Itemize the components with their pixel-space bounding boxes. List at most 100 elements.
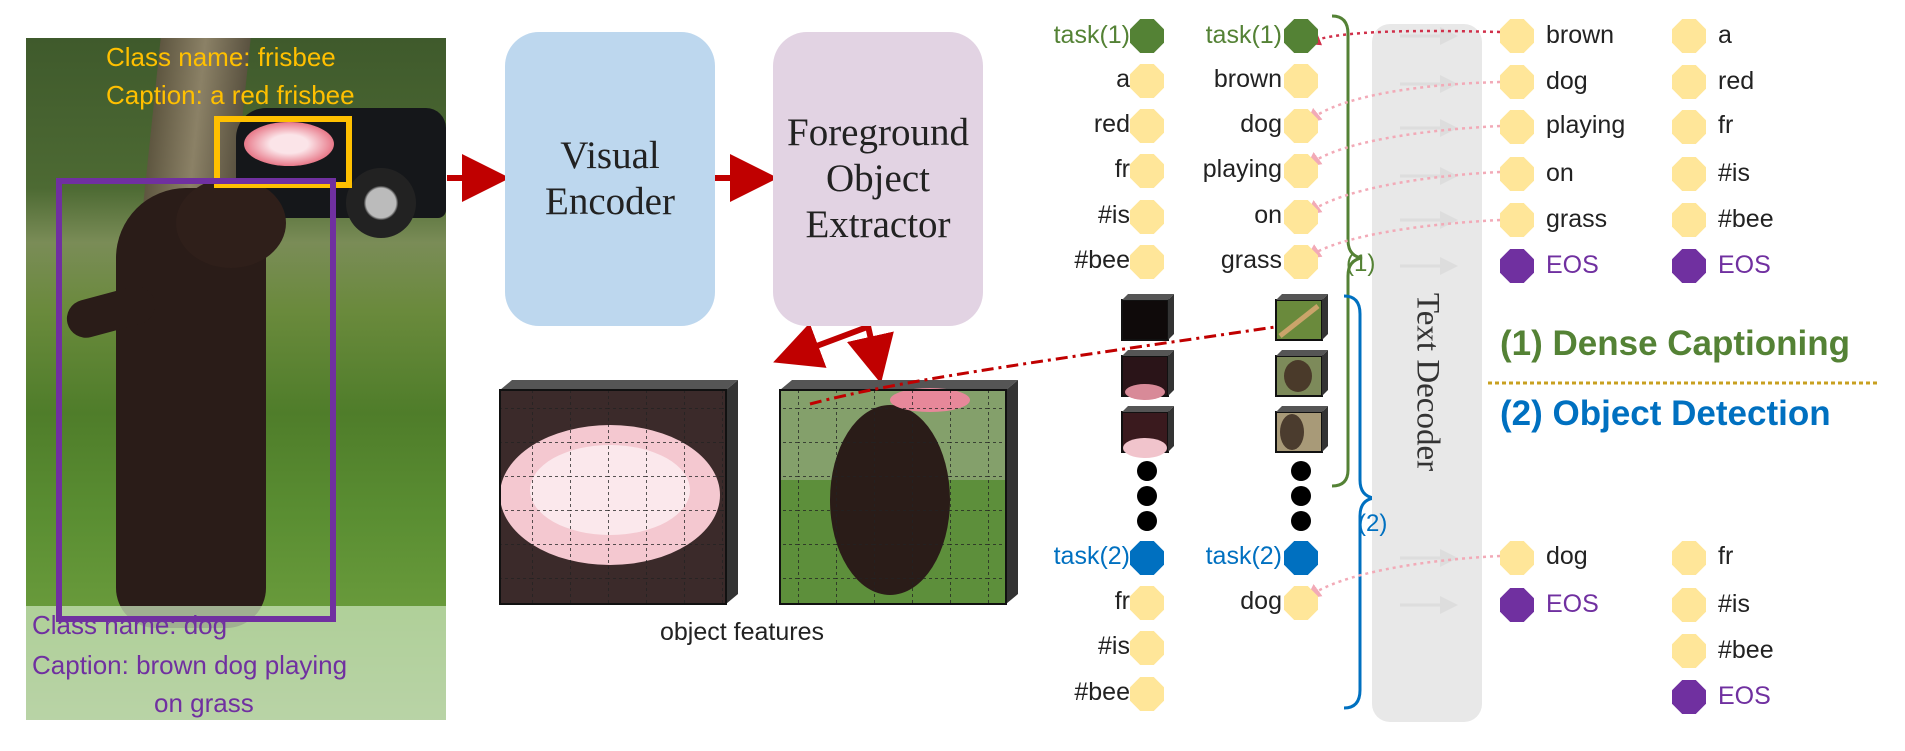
- input-photo: [26, 38, 446, 720]
- legend-object-detection: (2) Object Detection: [1500, 394, 1831, 433]
- ellipsis-dot: [1291, 486, 1311, 506]
- frisbee-output-token: a: [1718, 21, 1732, 49]
- frisbee-output-token: fr: [1718, 111, 1734, 139]
- token-hex-icon: [1672, 157, 1706, 191]
- dog-output-class-token: dog: [1546, 542, 1588, 570]
- eos-hex-icon: [1672, 249, 1706, 283]
- dog-output-eos: EOS: [1546, 251, 1599, 279]
- ellipsis-dot: [1137, 511, 1157, 531]
- token-hex-icon: [1130, 154, 1164, 188]
- foreground-object-extractor-block: Foreground Object Extractor: [773, 32, 983, 326]
- ellipsis-dot: [1137, 486, 1157, 506]
- token-hex-icon: [1500, 157, 1534, 191]
- frisbee-output-class-token: #is: [1718, 590, 1750, 618]
- dog-caption-token: dog: [1240, 110, 1282, 138]
- token-hex-icon: [1672, 541, 1706, 575]
- brace-dense-captioning: [1331, 14, 1363, 488]
- token-hex-icon: [1500, 19, 1534, 53]
- task1-hex-icon: [1284, 19, 1318, 53]
- dog-mini-crops: [1275, 294, 1328, 453]
- dog-head: [176, 178, 286, 268]
- frisbee-caption-token: a: [1116, 65, 1130, 93]
- ellipsis-dot: [1291, 511, 1311, 531]
- frisbee: [244, 122, 334, 166]
- brace-label-1: (1): [1346, 250, 1376, 277]
- dog-task2-token: task(2): [1205, 542, 1282, 570]
- frisbee-output-token: #is: [1718, 159, 1750, 187]
- token-hex-icon: [1500, 65, 1534, 99]
- ellipsis-dot: [1137, 461, 1157, 481]
- frisbee-output-class-token: #bee: [1718, 636, 1774, 664]
- frisbee-class-token: #is: [1098, 632, 1130, 660]
- frisbee-caption-token: #bee: [1074, 246, 1130, 274]
- token-hex-icon: [1500, 541, 1534, 575]
- caption-band: [26, 606, 446, 720]
- token-hex-icon: [1672, 110, 1706, 144]
- dog-caption-label: Caption: brown dog playing: [32, 650, 348, 680]
- dog-caption-token: on: [1254, 201, 1282, 229]
- dog-output-token: on: [1546, 159, 1574, 187]
- text-decoder-block: [1372, 24, 1482, 722]
- task2-hex-icon: [1130, 541, 1164, 575]
- dog-caption-token: playing: [1202, 155, 1282, 183]
- dog-output-token: playing: [1546, 111, 1626, 139]
- token-hex-icon: [1500, 110, 1534, 144]
- dog-output-token: dog: [1546, 67, 1588, 95]
- eos-hex-icon: [1500, 588, 1534, 622]
- token-hex-icon: [1284, 109, 1318, 143]
- frisbee-class-token: #bee: [1074, 678, 1130, 706]
- frisbee-output-eos: EOS: [1718, 682, 1771, 710]
- token-hex-icon: [1672, 65, 1706, 99]
- arrow-extractor-to-dog-feature: [847, 325, 894, 384]
- feedback-arrows-pink: [1305, 80, 1501, 599]
- frisbee-output-eos: EOS: [1718, 251, 1771, 279]
- frisbee-feature-cube: [499, 380, 738, 605]
- token-hex-icon: [1284, 64, 1318, 98]
- eos-hex-icon: [1672, 680, 1706, 714]
- frisbee-caption-token: fr: [1114, 155, 1130, 183]
- frisbee-task1-token: task(1): [1053, 21, 1130, 49]
- token-hex-icon: [1130, 109, 1164, 143]
- frisbee-output-class-token: fr: [1718, 542, 1734, 570]
- frisbee-mini-crops: [1121, 294, 1174, 458]
- dog-task1-token: task(1): [1205, 21, 1282, 49]
- task2-hex-icon: [1284, 541, 1318, 575]
- eos-hex-icon: [1500, 249, 1534, 283]
- frisbee-task2-token: task(2): [1053, 542, 1130, 570]
- dog-caption-token: brown: [1213, 65, 1282, 93]
- token-hex-icon: [1284, 200, 1318, 234]
- text-decoder-label: Text Decoder: [1409, 292, 1446, 472]
- frisbee-caption-token: red: [1093, 110, 1130, 138]
- token-hex-icon: [1130, 245, 1164, 279]
- dog-class-label: Class name: dog: [32, 610, 228, 640]
- token-hex-icon: [1284, 245, 1318, 279]
- arrow-extractor-to-frisbee-feature: [773, 322, 872, 368]
- frisbee-output-token: #bee: [1718, 205, 1774, 233]
- dog-output-token: brown: [1546, 21, 1615, 49]
- frisbee-caption-label: Caption: a red frisbee: [106, 80, 355, 110]
- task1-hex-icon: [1130, 19, 1164, 53]
- token-hex-icon: [1130, 64, 1164, 98]
- visual-encoder-block: Visual Encoder: [505, 32, 715, 326]
- car-wheel: [346, 168, 416, 238]
- dog-output-eos: EOS: [1546, 590, 1599, 618]
- frisbee-class-token: fr: [1114, 587, 1130, 615]
- token-hex-icon: [1130, 586, 1164, 620]
- token-hex-icon: [1672, 588, 1706, 622]
- token-hex-icon: [1672, 19, 1706, 53]
- decoder-pass-arrows: [1400, 27, 1458, 614]
- legend-dense-captioning: (1) Dense Captioning: [1500, 324, 1851, 363]
- token-hex-icon: [1130, 677, 1164, 711]
- token-hex-icon: [1284, 154, 1318, 188]
- frisbee-caption-token: #is: [1098, 201, 1130, 229]
- dog-caption-label-cont: on grass: [154, 688, 254, 718]
- token-hex-icon: [1672, 634, 1706, 668]
- token-hex-icon: [1130, 631, 1164, 665]
- brace-label-2: (2): [1358, 510, 1388, 537]
- token-hex-icon: [1130, 200, 1164, 234]
- token-hex-icon: [1284, 586, 1318, 620]
- ellipsis-dot: [1291, 461, 1311, 481]
- token-hex-icon: [1672, 203, 1706, 237]
- dog-caption-token: grass: [1220, 246, 1282, 274]
